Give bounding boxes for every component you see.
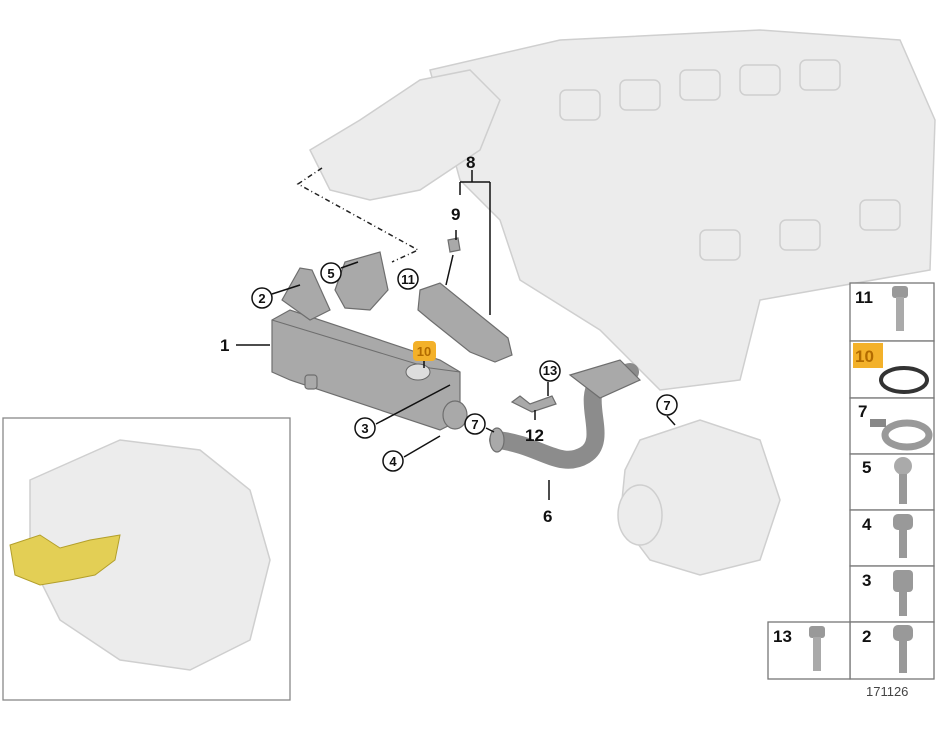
callout-7-left: 7: [464, 413, 486, 435]
callout-9: 9: [451, 205, 460, 224]
svg-text:4: 4: [389, 454, 397, 469]
collar-screw-icon: [893, 514, 913, 558]
callout-2: 2: [251, 287, 273, 309]
callout-3: 3: [354, 417, 376, 439]
callout-8: 8: [466, 153, 475, 172]
legend-number-2: 2: [862, 627, 871, 646]
callout-5: 5: [320, 262, 342, 284]
bracket: [281, 267, 331, 321]
svg-text:3: 3: [361, 421, 368, 436]
callout-13: 13: [539, 360, 561, 382]
svg-text:11: 11: [401, 272, 415, 287]
dashed-leader: [296, 167, 420, 263]
svg-text:7: 7: [663, 398, 670, 413]
svg-text:13: 13: [543, 363, 557, 378]
callout-12: 12: [525, 426, 544, 445]
diagram-id: 171126: [866, 684, 908, 699]
callout-11: 11: [397, 268, 419, 290]
svg-text:5: 5: [327, 266, 334, 281]
egr-pipe-8: [417, 237, 513, 363]
clamp-icon: [870, 419, 933, 451]
flex-pipe: [334, 251, 389, 311]
svg-text:7: 7: [471, 417, 478, 432]
egr-cooler: [271, 309, 468, 431]
legend-number-5: 5: [862, 458, 871, 477]
legend-number-13: 13: [773, 627, 792, 646]
round-head-screw-icon: [894, 457, 912, 504]
hex-bolt-icon: [809, 626, 825, 671]
callout-6: 6: [543, 507, 552, 526]
legend-number-3: 3: [862, 571, 871, 590]
svg-text:10: 10: [417, 344, 431, 359]
legend-number-10: 10: [855, 347, 874, 366]
callout-1: 1: [220, 336, 229, 355]
cylinder-head-ghost: [309, 29, 936, 391]
parts-legend: 11 10 7 5 4 3 2 13: [767, 282, 935, 680]
callout-10-highlighted: 10: [413, 341, 436, 361]
hex-bolt-icon: [892, 286, 908, 331]
legend-number-7: 7: [858, 402, 867, 421]
egr-valve-ghost: [617, 419, 781, 576]
legend-number-11: 11: [855, 288, 873, 307]
sealing-ring-icon: [879, 366, 929, 394]
callout-4: 4: [382, 450, 404, 472]
egr-highlight-inset: [9, 534, 121, 586]
legend-number-4: 4: [862, 515, 872, 534]
leader-lines: [236, 170, 676, 500]
svg-text:2: 2: [258, 291, 265, 306]
socket-head-screw-icon: [893, 570, 913, 616]
engine-inset: [2, 417, 291, 701]
callout-7-right: 7: [656, 394, 678, 416]
collar-screw-icon: [893, 625, 913, 673]
pipe-6: [489, 359, 642, 469]
bracket-12: [510, 395, 557, 413]
